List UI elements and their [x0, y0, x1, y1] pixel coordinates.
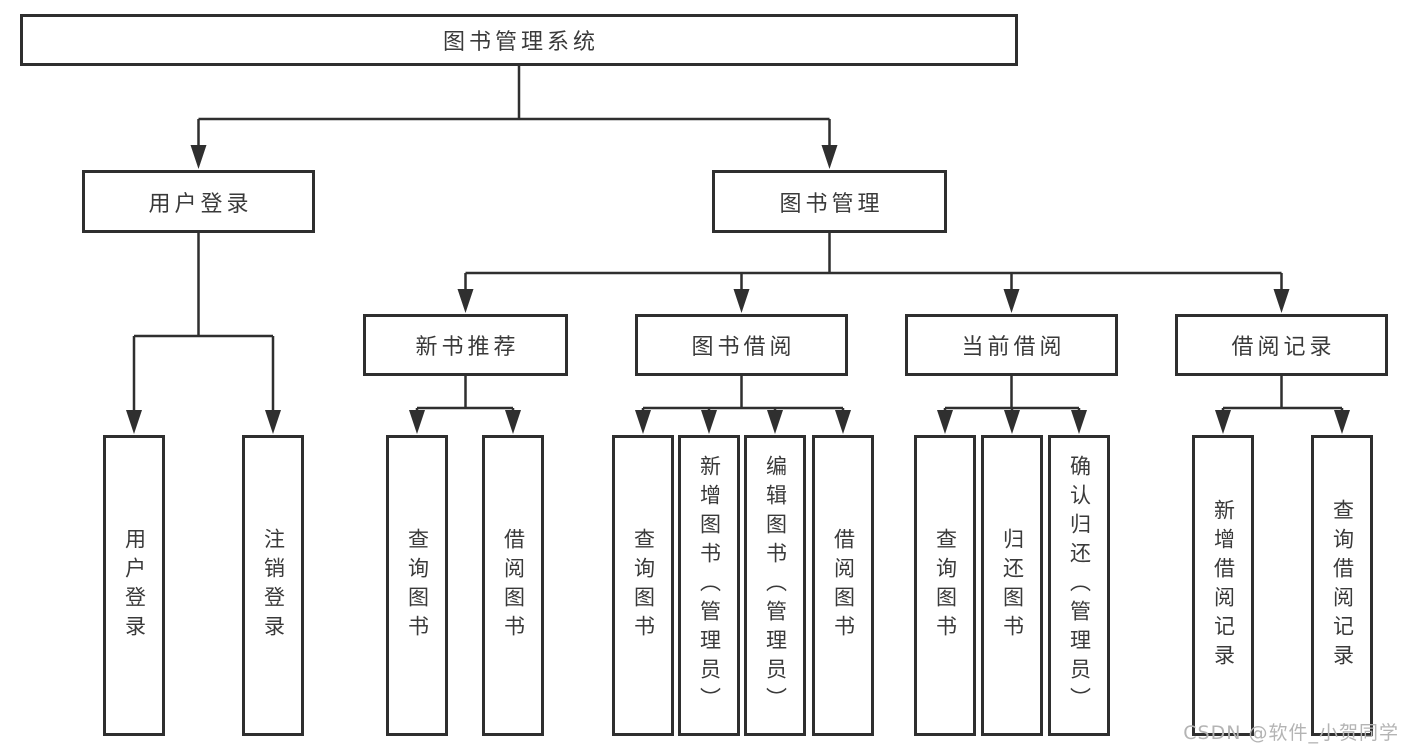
leaf-query-books-borrowing: 查询图书: [612, 435, 674, 736]
arrowhead: [190, 145, 207, 169]
leaf-logout: 注销登录: [242, 435, 304, 736]
connector-book-borrowing-to-children: [641, 376, 845, 412]
node-borrowing-records: 借阅记录: [1175, 314, 1388, 376]
arrowhead: [701, 410, 717, 434]
leaf-query-borrow-record: 查询借阅记录: [1311, 435, 1373, 736]
node-book-borrowing: 图书借阅: [635, 314, 848, 376]
leaf-query-books-current: 查询图书: [914, 435, 976, 736]
leaf-label: 新增借阅记录: [1211, 498, 1236, 673]
leaf-label: 确认归还（管理员）: [1067, 455, 1092, 716]
arrowhead: [767, 410, 783, 434]
leaf-label: 用户登录: [122, 527, 147, 644]
leaf-label: 注销登录: [261, 527, 286, 644]
csdn-watermark: CSDN @软件_小贺同学: [1183, 722, 1399, 744]
arrowhead: [126, 410, 142, 434]
arrowhead: [409, 410, 425, 434]
arrowhead: [1273, 289, 1290, 313]
leaf-add-books-admin: 新增图书（管理员）: [678, 435, 740, 736]
arrowhead: [733, 289, 750, 313]
leaf-return-books: 归还图书: [981, 435, 1043, 736]
arrowhead: [505, 410, 521, 434]
leaf-label: 查询图书: [631, 527, 656, 644]
connector-current-borrowing-to-children: [943, 376, 1081, 412]
connector-user-login-to-children: [132, 233, 275, 412]
leaf-label: 归还图书: [1000, 527, 1025, 644]
leaf-borrow-books-borrowing: 借阅图书: [812, 435, 874, 736]
leaf-label: 借阅图书: [501, 527, 526, 644]
arrowhead: [835, 410, 851, 434]
leaf-label: 借阅图书: [831, 527, 856, 644]
connector-new-book-recommend-to-children: [415, 376, 515, 412]
connector-root-to-level2: [197, 66, 831, 147]
node-new-book-recommend: 新书推荐: [363, 314, 568, 376]
leaf-label: 查询图书: [933, 527, 958, 644]
arrowhead: [1003, 289, 1020, 313]
node-root: 图书管理系统: [20, 14, 1018, 66]
leaf-user-login: 用户登录: [103, 435, 165, 736]
leaf-label: 新增图书（管理员）: [697, 455, 722, 716]
leaf-query-books-recommend: 查询图书: [386, 435, 448, 736]
arrowhead: [1004, 410, 1020, 434]
node-current-borrowing: 当前借阅: [905, 314, 1118, 376]
arrowhead: [1334, 410, 1350, 434]
arrowhead: [265, 410, 281, 434]
leaf-add-borrow-record: 新增借阅记录: [1192, 435, 1254, 736]
arrowhead: [821, 145, 838, 169]
leaf-label: 查询借阅记录: [1330, 498, 1355, 673]
leaf-borrow-books-recommend: 借阅图书: [482, 435, 544, 736]
connector-book-management-to-level3: [464, 233, 1283, 291]
leaf-edit-books-admin: 编辑图书（管理员）: [744, 435, 806, 736]
node-user-login: 用户登录: [82, 170, 315, 233]
arrowhead: [1071, 410, 1087, 434]
arrowhead: [457, 289, 474, 313]
leaf-confirm-return-admin: 确认归还（管理员）: [1048, 435, 1110, 736]
leaf-label: 编辑图书（管理员）: [763, 455, 788, 716]
node-book-management: 图书管理: [712, 170, 947, 233]
arrowhead: [1215, 410, 1231, 434]
arrowhead: [635, 410, 651, 434]
arrowhead: [937, 410, 953, 434]
arrowheads: [126, 145, 1350, 434]
connector-borrowing-records-to-children: [1221, 376, 1344, 412]
connector-lines: [132, 66, 1344, 412]
leaf-label: 查询图书: [405, 527, 430, 644]
